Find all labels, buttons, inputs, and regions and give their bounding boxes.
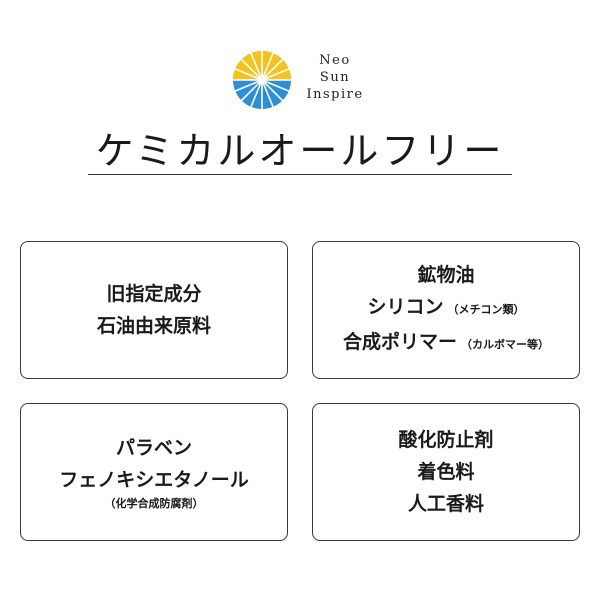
card-mineral-silicone-polymer: 鉱物油 シリコン（メチコン類） 合成ポリマー （カルボマー等）: [312, 241, 580, 379]
card-line: 酸化防止剤: [398, 429, 494, 451]
card-line-with-note: 合成ポリマー （カルボマー等）: [343, 326, 549, 361]
brand-line-sun: Sun: [319, 70, 351, 85]
page-title: ケミカルオールフリー: [95, 129, 505, 173]
card-line: 人工香料: [407, 493, 484, 515]
brand-line-neo: Neo: [319, 53, 351, 68]
card-line-text: 合成ポリマー: [342, 331, 457, 353]
card-line-text: シリコン: [367, 296, 444, 318]
card-subnote: （化学合成防腐剤）: [104, 497, 204, 510]
card-note: （メチコン類）: [447, 303, 525, 316]
card-designated-ingredients: 旧指定成分 石油由来原料: [20, 241, 288, 379]
card-additives: 酸化防止剤 着色料 人工香料: [312, 403, 580, 541]
card-line: パラベン: [115, 437, 192, 459]
card-preservatives: パラベン フェノキシエタノール （化学合成防腐剤）: [20, 403, 288, 541]
brand-wordmark: Neo Sun Inspire: [300, 52, 370, 103]
card-line: 旧指定成分: [106, 283, 202, 305]
card-note: （カルボマー等）: [461, 338, 549, 351]
brand-line-inspire: Inspire: [306, 87, 364, 102]
card-line-with-note: シリコン（メチコン類）: [367, 291, 524, 326]
card-line: 石油由来原料: [96, 315, 211, 337]
card-line: フェノキシエタノール: [59, 469, 249, 491]
card-line: 鉱物油: [417, 264, 475, 286]
sun-logo-icon: [232, 50, 292, 110]
title-underline: [88, 174, 512, 175]
card-line: 着色料: [417, 461, 475, 483]
